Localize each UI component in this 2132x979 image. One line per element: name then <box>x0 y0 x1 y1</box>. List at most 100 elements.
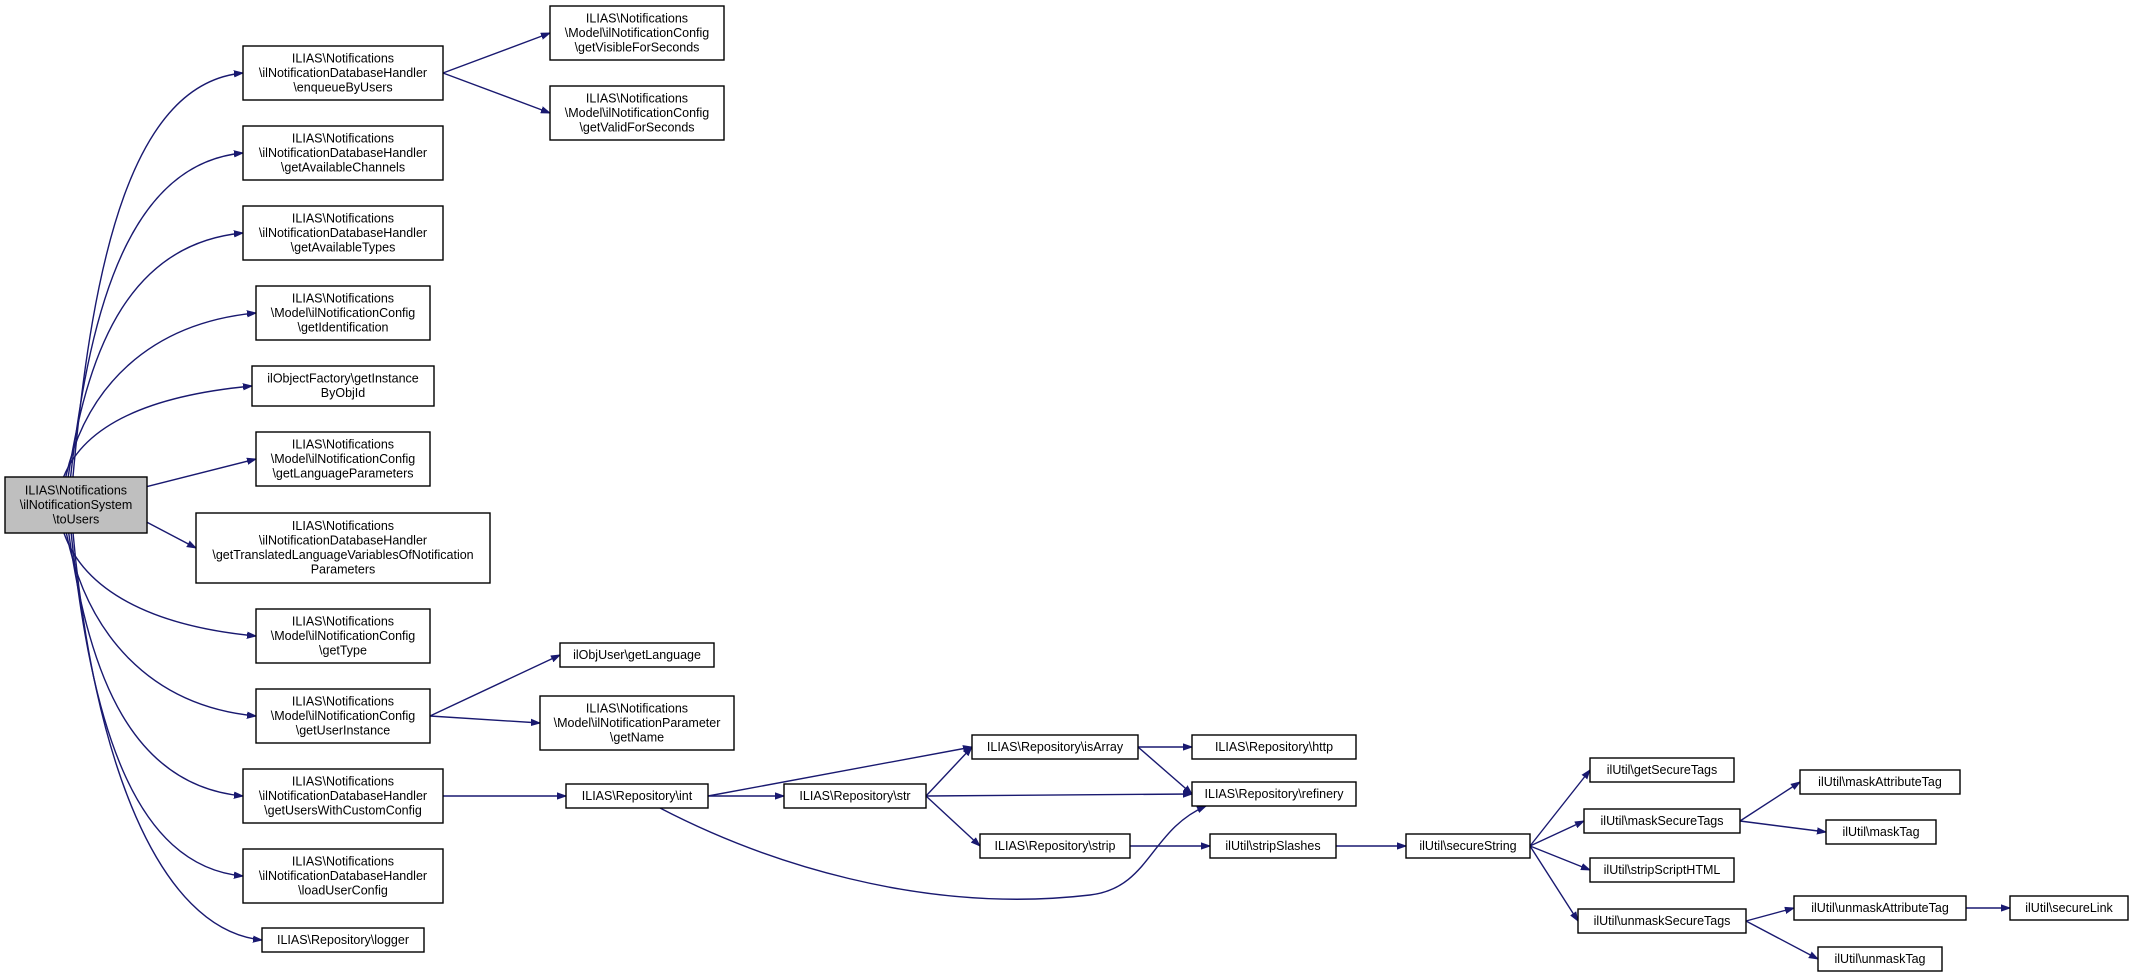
edge-root-to-types <box>67 233 243 478</box>
node-box <box>559 642 715 668</box>
node-isarray[interactable]: ILIAS\Repository\isArray <box>971 734 1139 760</box>
node-unmaskattr[interactable]: ilUtil\unmaskAttributeTag <box>1793 895 1967 921</box>
node-box <box>261 927 425 953</box>
node-visible[interactable]: ILIAS\Notifications\Model\ilNotification… <box>549 5 725 61</box>
node-label-line: \getType <box>319 643 367 657</box>
node-label-line: ILIAS\Notifications <box>292 211 394 225</box>
node-box <box>1209 833 1337 859</box>
node-label-line: ByObjId <box>321 386 366 400</box>
node-label-line: ILIAS\Notifications <box>292 519 394 533</box>
node-ident[interactable]: ILIAS\Notifications\Model\ilNotification… <box>255 285 431 341</box>
edge-isarray-to-refinery <box>1137 746 1192 794</box>
node-label-line: ilObjUser\getLanguage <box>573 648 701 662</box>
node-label-line: \Model\ilNotificationConfig <box>271 306 416 320</box>
edges-layer <box>62 32 2010 959</box>
node-label-line: ilUtil\stripScriptHTML <box>1604 863 1721 877</box>
node-logger[interactable]: ILIAS\Repository\logger <box>261 927 425 953</box>
node-label-line: ILIAS\Repository\logger <box>277 933 409 947</box>
node-box <box>4 476 148 534</box>
node-gettype[interactable]: ILIAS\Notifications\Model\ilNotification… <box>255 608 431 664</box>
node-label-line: ILIAS\Notifications <box>292 614 394 628</box>
node-maskattr[interactable]: ilUtil\maskAttributeTag <box>1799 769 1961 795</box>
node-enqueue[interactable]: ILIAS\Notifications\ilNotificationDataba… <box>242 45 444 101</box>
node-box <box>242 205 444 261</box>
edge-unmasksecuretags-to-unmaskattr <box>1745 908 1794 922</box>
node-box <box>242 768 444 824</box>
node-label-line: \getUsersWithCustomConfig <box>264 803 422 817</box>
edge-root-to-channels <box>69 153 243 478</box>
node-securestring[interactable]: ilUtil\secureString <box>1405 833 1531 859</box>
node-box <box>255 608 431 664</box>
node-label-line: \getValidForSeconds <box>579 120 694 134</box>
node-label-line: ILIAS\Repository\refinery <box>1205 787 1345 801</box>
edge-int-to-isarray <box>707 747 972 797</box>
edge-str-to-refinery <box>925 794 1192 796</box>
node-label-line: \Model\ilNotificationConfig <box>271 629 416 643</box>
node-unmasksecuretags[interactable]: ilUtil\unmaskSecureTags <box>1577 908 1747 934</box>
node-label-line: \ilNotificationDatabaseHandler <box>259 869 427 883</box>
node-label-line: ILIAS\Notifications <box>586 91 688 105</box>
node-label-line: ilUtil\stripSlashes <box>1225 839 1320 853</box>
node-label-line: ILIAS\Repository\int <box>582 789 693 803</box>
edge-enqueue-to-visible <box>442 32 550 74</box>
node-str[interactable]: ILIAS\Repository\str <box>783 783 927 809</box>
node-label-line: \Model\ilNotificationConfig <box>271 452 416 466</box>
node-label-line: ilUtil\maskTag <box>1842 825 1919 839</box>
node-label-line: ILIAS\Notifications <box>292 854 394 868</box>
node-box <box>979 833 1131 859</box>
node-box <box>1583 808 1741 834</box>
node-securelink[interactable]: ilUtil\secureLink <box>2009 895 2129 921</box>
edge-securestring-to-stripscript <box>1529 845 1590 871</box>
node-stripscript[interactable]: ilUtil\stripScriptHTML <box>1589 857 1735 883</box>
node-channels[interactable]: ILIAS\Notifications\ilNotificationDataba… <box>242 125 444 181</box>
node-box <box>565 783 709 809</box>
node-valid[interactable]: ILIAS\Notifications\Model\ilNotification… <box>549 85 725 141</box>
node-http[interactable]: ILIAS\Repository\http <box>1191 734 1357 760</box>
node-box <box>255 688 431 744</box>
node-label-line: ilObjectFactory\getInstance <box>267 372 419 386</box>
node-loaduser[interactable]: ILIAS\Notifications\ilNotificationDataba… <box>242 848 444 904</box>
node-userinst[interactable]: ILIAS\Notifications\Model\ilNotification… <box>255 688 431 744</box>
node-translated[interactable]: ILIAS\Notifications\ilNotificationDataba… <box>195 512 491 584</box>
node-root[interactable]: ILIAS\Notifications\ilNotificationSystem… <box>4 476 148 534</box>
node-label-line: \getUserInstance <box>296 723 391 737</box>
edge-masksecuretags-to-maskattr <box>1739 782 1800 822</box>
edge-masksecuretags-to-masktag <box>1739 820 1826 832</box>
node-masktag[interactable]: ilUtil\maskTag <box>1825 819 1937 845</box>
node-int[interactable]: ILIAS\Repository\int <box>565 783 709 809</box>
edge-root-to-translated <box>146 521 196 548</box>
node-label-line: ILIAS\Notifications <box>586 701 688 715</box>
node-box <box>1577 908 1747 934</box>
node-label-line: ILIAS\Repository\strip <box>995 839 1116 853</box>
edge-securestring-to-getsecuretags <box>1529 770 1590 847</box>
node-box <box>242 125 444 181</box>
node-label-line: ilUtil\secureString <box>1419 839 1516 853</box>
edge-securestring-to-masksecuretags <box>1529 820 1584 847</box>
node-refinery[interactable]: ILIAS\Repository\refinery <box>1191 781 1357 807</box>
node-label-line: ILIAS\Notifications <box>25 483 127 497</box>
edge-userinst-to-getname <box>429 715 540 723</box>
node-masksecuretags[interactable]: ilUtil\maskSecureTags <box>1583 808 1741 834</box>
node-unmasktag[interactable]: ilUtil\unmaskTag <box>1817 946 1943 972</box>
node-strip[interactable]: ILIAS\Repository\strip <box>979 833 1131 859</box>
node-box <box>1825 819 1937 845</box>
edge-userinst-to-getlang <box>429 654 560 717</box>
node-box <box>1589 757 1735 783</box>
node-box <box>549 85 725 141</box>
node-box <box>1191 734 1357 760</box>
node-getlang[interactable]: ilObjUser\getLanguage <box>559 642 715 668</box>
node-label-line: \Model\ilNotificationConfig <box>565 106 710 120</box>
edge-root-to-factory <box>62 386 252 478</box>
node-getsecuretags[interactable]: ilUtil\getSecureTags <box>1589 757 1735 783</box>
node-box <box>783 783 927 809</box>
node-custom[interactable]: ILIAS\Notifications\ilNotificationDataba… <box>242 768 444 824</box>
edge-unmasksecuretags-to-unmasktag <box>1745 920 1818 959</box>
node-types[interactable]: ILIAS\Notifications\ilNotificationDataba… <box>242 205 444 261</box>
nodes-layer: ILIAS\Notifications\ilNotificationSystem… <box>4 5 2129 972</box>
node-stripslashes[interactable]: ilUtil\stripSlashes <box>1209 833 1337 859</box>
node-langparams[interactable]: ILIAS\Notifications\Model\ilNotification… <box>255 431 431 487</box>
node-label-line: ilUtil\unmaskTag <box>1834 952 1925 966</box>
node-getname[interactable]: ILIAS\Notifications\Model\ilNotification… <box>539 695 735 751</box>
